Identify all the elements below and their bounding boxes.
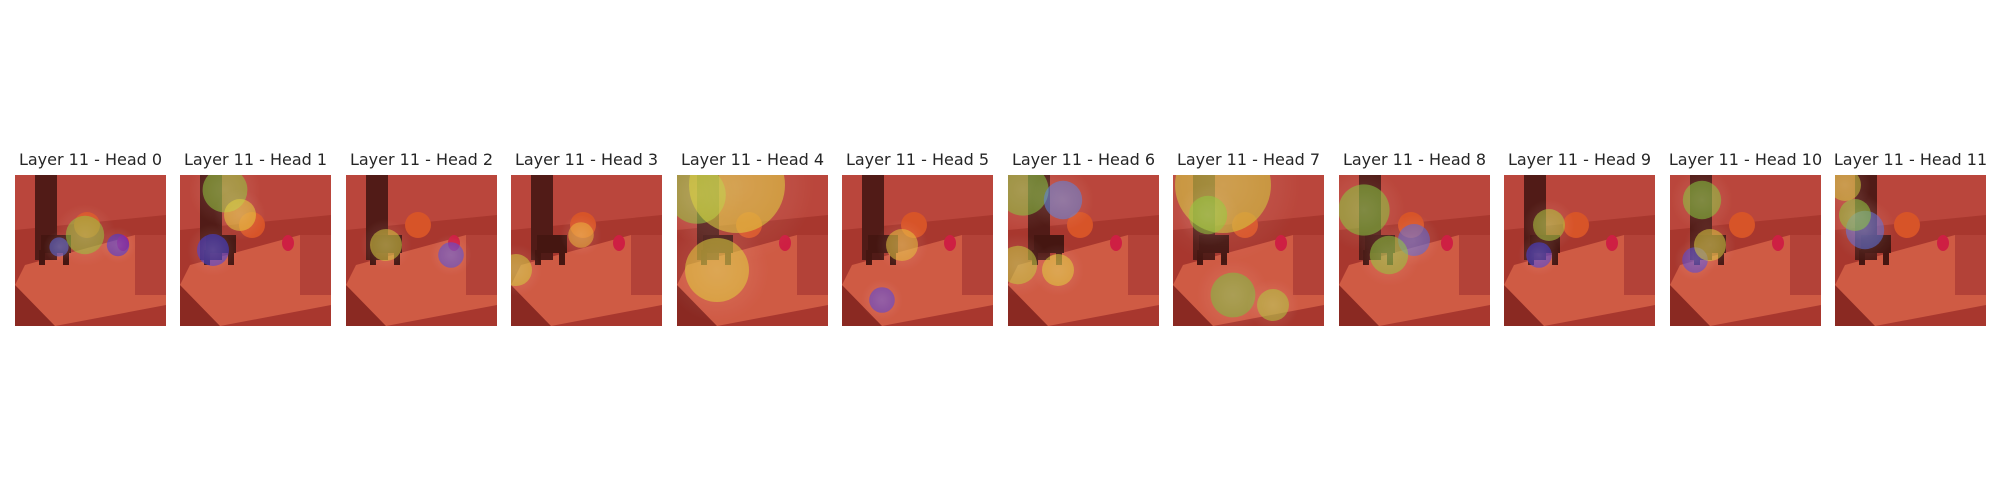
- attention-glow: [876, 219, 928, 271]
- attention-glow: [560, 214, 602, 256]
- attention-heatmap-image: [15, 175, 166, 326]
- attention-glow: [1357, 223, 1421, 287]
- attention-glow: [1031, 175, 1095, 232]
- panel-title: Layer 11 - Head 11: [1833, 150, 1988, 169]
- cabinet-shadow: [1670, 285, 1710, 326]
- attention-glow: [214, 189, 266, 241]
- attention-heatmap-image: [1008, 175, 1159, 326]
- cabinet-shadow: [1339, 285, 1379, 326]
- attention-heatmap-image: [346, 175, 497, 326]
- gripper-finger-left: [39, 250, 45, 265]
- attention-heatmap-image: [511, 175, 662, 326]
- cabinet-side: [1624, 235, 1655, 295]
- gripper-finger-right: [559, 250, 565, 265]
- cabinet-shadow: [346, 285, 386, 326]
- panel-title: Layer 11 - Head 10: [1668, 150, 1823, 169]
- heat-tint: [1173, 175, 1324, 326]
- heat-tint: [1008, 175, 1159, 326]
- panel-title: Layer 11 - Head 1: [183, 150, 328, 169]
- attention-glow: [861, 279, 903, 321]
- heat-tint: [15, 175, 166, 326]
- heat-tint: [842, 175, 993, 326]
- panel-title: Layer 11 - Head 5: [845, 150, 990, 169]
- fruit-object: [1772, 235, 1784, 251]
- cabinet-side: [466, 235, 497, 295]
- cabinet-shadow: [1504, 285, 1544, 326]
- attention-glow: [1247, 279, 1299, 326]
- panel-title: Layer 11 - Head 3: [514, 150, 659, 169]
- attention-heatmap-image: [1173, 175, 1324, 326]
- fruit-object: [1110, 235, 1122, 251]
- attention-heatmap-image: [180, 175, 331, 326]
- fruit-object: [1441, 235, 1453, 251]
- fruit-object: [613, 235, 625, 251]
- cabinet-side: [962, 235, 993, 295]
- pot-object: [1894, 212, 1920, 238]
- attention-heatmap-image: [842, 175, 993, 326]
- cabinet-shadow: [180, 285, 220, 326]
- heat-tint: [180, 175, 331, 326]
- heat-tint: [346, 175, 497, 326]
- attention-glow: [187, 224, 239, 276]
- heat-tint: [1504, 175, 1655, 326]
- heat-tint: [1339, 175, 1490, 326]
- attention-glow: [430, 234, 472, 276]
- gripper-finger-right: [1883, 250, 1889, 265]
- attention-glow: [360, 219, 412, 271]
- cabinet-shadow: [1835, 285, 1875, 326]
- attention-heatmap-image: [1835, 175, 1986, 326]
- cabinet-side: [631, 235, 662, 295]
- fruit-object: [1606, 235, 1618, 251]
- heat-tint: [1835, 175, 1986, 326]
- attention-glow: [511, 244, 542, 296]
- cabinet-shadow: [15, 285, 55, 326]
- fruit-object: [1937, 235, 1949, 251]
- attention-glow: [1670, 175, 1734, 232]
- panel-title: Layer 11 - Head 6: [1011, 150, 1156, 169]
- cabinet-side: [1790, 235, 1821, 295]
- cabinet-shadow: [1173, 285, 1213, 326]
- pot-object: [1729, 212, 1755, 238]
- panel-title: Layer 11 - Head 4: [680, 150, 825, 169]
- attention-glow: [53, 203, 117, 267]
- cabinet-side: [1128, 235, 1159, 295]
- cabinet-side: [797, 235, 828, 295]
- heat-tint: [1670, 175, 1821, 326]
- heat-tint: [677, 175, 828, 326]
- pot-object: [405, 212, 431, 238]
- panel-title: Layer 11 - Head 0: [18, 150, 163, 169]
- attention-heatmap-image: [677, 175, 828, 326]
- panel-title: Layer 11 - Head 8: [1342, 150, 1487, 169]
- attention-heatmap-image: [1504, 175, 1655, 326]
- robot-gripper: [537, 235, 567, 253]
- cabinet-side: [1293, 235, 1324, 295]
- gripper-finger-left: [866, 250, 872, 265]
- attention-heatmap-image: [1339, 175, 1490, 326]
- attention-glow: [1684, 219, 1736, 271]
- fruit-object: [282, 235, 294, 251]
- cabinet-side: [300, 235, 331, 295]
- cabinet-side: [1955, 235, 1986, 295]
- attention-glow: [1032, 244, 1084, 296]
- heat-tint: [511, 175, 662, 326]
- attention-heatmap-image: [1670, 175, 1821, 326]
- attention-glow: [1518, 234, 1560, 276]
- attention-glow: [677, 218, 769, 322]
- cabinet-side: [1459, 235, 1490, 295]
- cabinet-side: [135, 235, 166, 295]
- attention-glow: [1835, 175, 1871, 211]
- fruit-object: [944, 235, 956, 251]
- panel-title: Layer 11 - Head 7: [1176, 150, 1321, 169]
- panel-title: Layer 11 - Head 2: [349, 150, 494, 169]
- panel-title: Layer 11 - Head 9: [1507, 150, 1652, 169]
- attention-glow: [1176, 183, 1240, 247]
